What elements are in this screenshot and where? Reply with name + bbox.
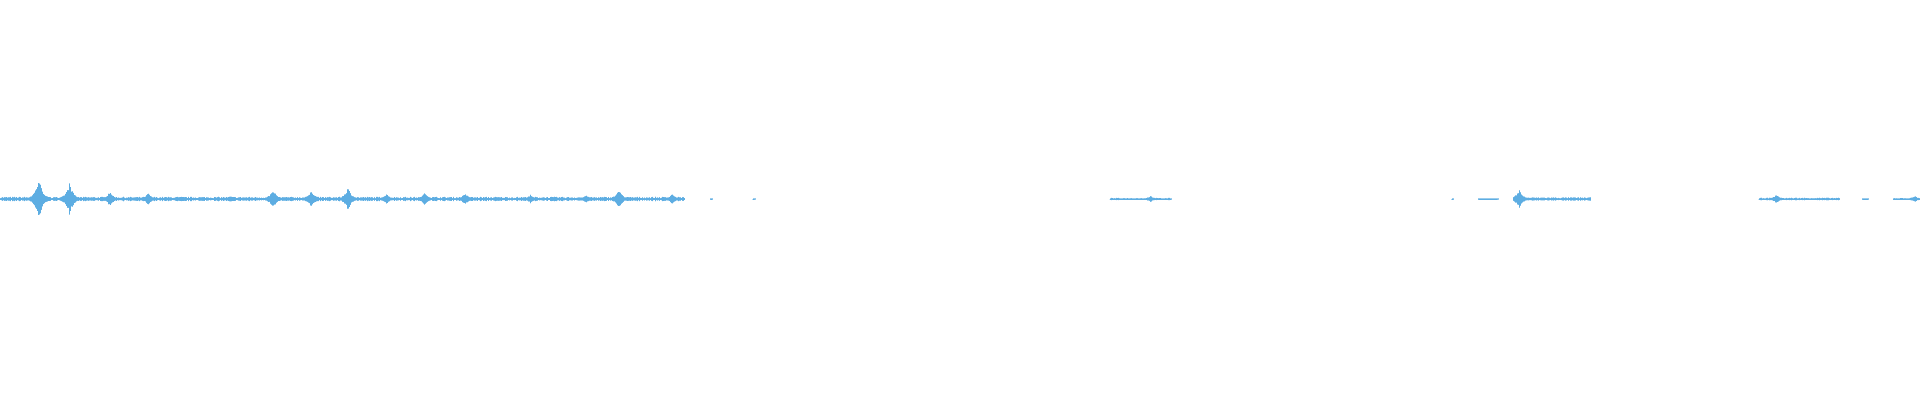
waveform-plot [0,182,1920,216]
audio-waveform [0,182,1920,216]
